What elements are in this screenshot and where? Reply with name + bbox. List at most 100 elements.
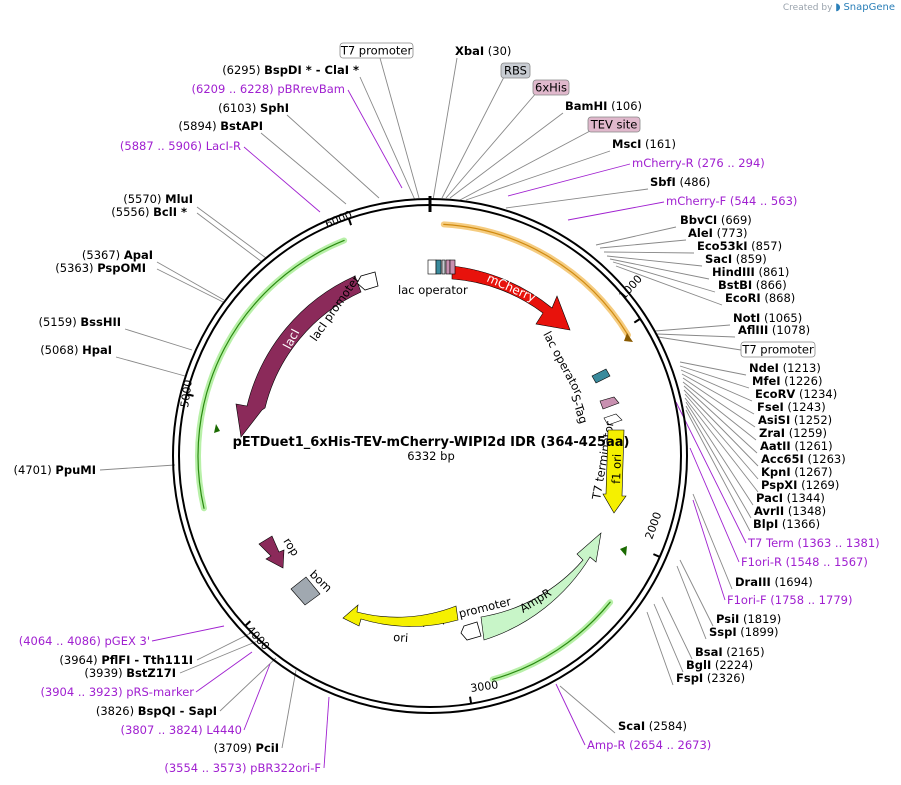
enzyme-site-label[interactable]: HindIII (861) (712, 265, 789, 279)
tick-mark (469, 696, 473, 704)
enzyme-leader-line (260, 132, 347, 205)
enzyme-leader-line (656, 333, 736, 338)
primer-leader-line (567, 201, 665, 221)
feature-ori[interactable]: ori (342, 604, 459, 645)
feature-bom[interactable] (290, 576, 321, 606)
enzyme-leader-line (609, 258, 710, 280)
enzyme-site-label[interactable]: (3709) PciI (214, 741, 279, 755)
primer-site-label[interactable]: F1ori-F (1758 .. 1779) (727, 593, 852, 607)
feature-label-box (587, 116, 641, 133)
enzyme-site-label[interactable]: XbaI (30) (455, 44, 511, 58)
enzyme-site-label[interactable]: (6295) BspDI * - ClaI * (222, 63, 359, 77)
enzyme-site-label[interactable]: EcoRI (868) (725, 291, 795, 305)
enzyme-site-label[interactable]: PacI (1344) (756, 491, 825, 505)
enzyme-site-label[interactable]: (5363) PspOMI (55, 261, 146, 275)
enzyme-leader-line (612, 261, 716, 293)
enzyme-site-label[interactable]: (6103) SphI (218, 101, 289, 115)
enzyme-site-label[interactable]: BglI (2224) (686, 658, 753, 672)
feature-label-box-text: T7 promoter (340, 44, 413, 58)
enzyme-leader-line (599, 239, 687, 249)
primer-site-label[interactable]: (3807 .. 3824) L4440 (121, 723, 242, 737)
feature-lac-operator-right[interactable] (591, 368, 611, 384)
enzyme-site-label[interactable]: (5159) BssHII (38, 315, 121, 329)
enzyme-site-label[interactable]: NotI (1065) (733, 311, 802, 325)
snapgene-watermark: Created by ◗ SnapGene (783, 2, 895, 13)
enzyme-site-label[interactable]: EcoRV (1234) (755, 387, 837, 401)
primer-site-label[interactable]: (6209 .. 6228) pBRrevBam (192, 82, 345, 96)
enzyme-site-label[interactable]: SbfI (486) (650, 175, 710, 189)
enzyme-site-label[interactable]: (4701) PpuMI (14, 463, 96, 477)
primer-site-label[interactable]: (5887 .. 5906) LacI-R (120, 139, 241, 153)
enzyme-site-label[interactable]: PsiI (1819) (716, 612, 781, 626)
enzyme-site-label[interactable]: Acc65I (1263) (761, 452, 846, 466)
enzyme-labels-left: (6295) BspDI * - ClaI * (6103) SphI (5894)… (14, 63, 359, 755)
enzyme-leader-line (595, 226, 677, 246)
enzyme-site-label[interactable]: BstBI (866) (718, 278, 787, 292)
enzyme-site-label[interactable]: ZraI (1259) (759, 426, 827, 440)
feature-s-tag[interactable] (599, 396, 620, 410)
enzyme-leader-line (680, 369, 753, 402)
feature-ampr-promoter[interactable] (460, 621, 482, 641)
primer-labels-right: mCherry-R (276 .. 294) mCherry-F (544 .. … (587, 156, 880, 752)
enzyme-site-label[interactable]: BsaI (2165) (695, 645, 765, 659)
enzyme-leader-line (179, 639, 261, 674)
enzyme-site-label[interactable]: AatII (1261) (760, 439, 833, 453)
enzyme-site-label[interactable]: BamHI (106) (565, 99, 642, 113)
enzyme-site-label[interactable]: AleI (773) (688, 226, 748, 240)
enzyme-site-label[interactable]: (5556) BclI * (111, 205, 187, 219)
enzyme-site-label[interactable]: AflIII (1078) (738, 323, 810, 337)
enzyme-site-label[interactable]: SacI (859) (705, 252, 767, 266)
enzyme-site-label[interactable]: AvrII (1348) (754, 504, 826, 518)
enzyme-site-label[interactable]: (5894) BstAPI (178, 119, 263, 133)
primer-site-label[interactable]: (4064 .. 4086) pGEX 3' (19, 634, 150, 648)
primer-site-label[interactable]: (3904 .. 3923) pRS-marker (40, 685, 194, 699)
enzyme-site-label[interactable]: FseI (1243) (757, 400, 826, 414)
tick-label: 5000 (178, 379, 195, 409)
feature-rop[interactable] (258, 535, 285, 569)
enzyme-leader-line (99, 464, 176, 471)
enzyme-site-label[interactable]: (3939) BstZ17I (84, 666, 176, 680)
mcherry-band-arrowhead (624, 333, 633, 342)
feature-t7-terminator[interactable] (603, 413, 623, 426)
enzyme-leader-line (156, 261, 225, 301)
enzyme-leader-line (603, 251, 695, 254)
enzyme-site-label[interactable]: BbvCI (669) (680, 213, 752, 227)
enzyme-site-label[interactable]: PspXI (1269) (761, 478, 839, 492)
primer-site-label[interactable]: T7 Term (1363 .. 1381) (747, 536, 880, 550)
enzyme-site-label[interactable]: AsiSI (1252) (758, 413, 832, 427)
enzyme-site-label[interactable]: SspI (1899) (709, 625, 779, 639)
primer-site-label[interactable]: F1ori-R (1548 .. 1567) (741, 555, 868, 569)
enzyme-site-label[interactable]: (5068) HpaI (40, 343, 112, 357)
feature-mcherry[interactable]: mCherry (451, 265, 571, 331)
enzyme-site-label[interactable]: KpnI (1267) (761, 465, 833, 479)
enzyme-leader-line (682, 377, 756, 428)
enzyme-site-label[interactable]: (5570) MluI (123, 192, 193, 206)
enzyme-site-label[interactable]: (5367) ApaI (82, 248, 153, 262)
enzyme-site-label[interactable]: DraIII (1694) (735, 575, 813, 589)
primer-leader-line (555, 683, 586, 746)
enzyme-site-label[interactable]: MfeI (1226) (752, 374, 822, 388)
primer-site-label[interactable]: Amp-R (2654 .. 2673) (587, 738, 711, 752)
enzyme-site-label[interactable]: NdeI (1213) (749, 361, 821, 375)
enzyme-site-label[interactable]: MscI (161) (612, 137, 676, 151)
tick-mark (186, 393, 194, 397)
enzyme-site-label[interactable]: (3964) PflFI - Tth111I (59, 653, 193, 667)
feature-f1-ori[interactable]: f1 ori (602, 429, 627, 514)
tick-label: 2000 (643, 510, 665, 541)
feature-laci-promoter[interactable] (356, 271, 379, 291)
enzyme-site-label[interactable]: (3826) BspQI - SapI (96, 704, 217, 718)
enzyme-site-label[interactable]: FspI (2326) (676, 671, 745, 685)
enzyme-leader-line (661, 596, 693, 660)
feature-bands (195, 221, 633, 683)
primer-site-label[interactable]: mCherry-F (544 .. 563) (666, 194, 797, 208)
enzyme-site-label[interactable]: BlpI (1366) (753, 517, 820, 531)
enzyme-leader-line (449, 112, 564, 199)
mcherry-band (443, 223, 629, 336)
feature-ampr[interactable]: AmpR (480, 532, 602, 641)
enzyme-site-label[interactable]: ScaI (2584) (618, 719, 687, 733)
primer-site-label[interactable]: (3554 .. 3573) pBR322ori-F (164, 761, 321, 775)
feature-label-box-text: TEV site (590, 118, 638, 132)
enzyme-site-label[interactable]: Eco53kI (857) (697, 239, 782, 253)
primer-site-label[interactable]: mCherry-R (276 .. 294) (632, 156, 765, 170)
